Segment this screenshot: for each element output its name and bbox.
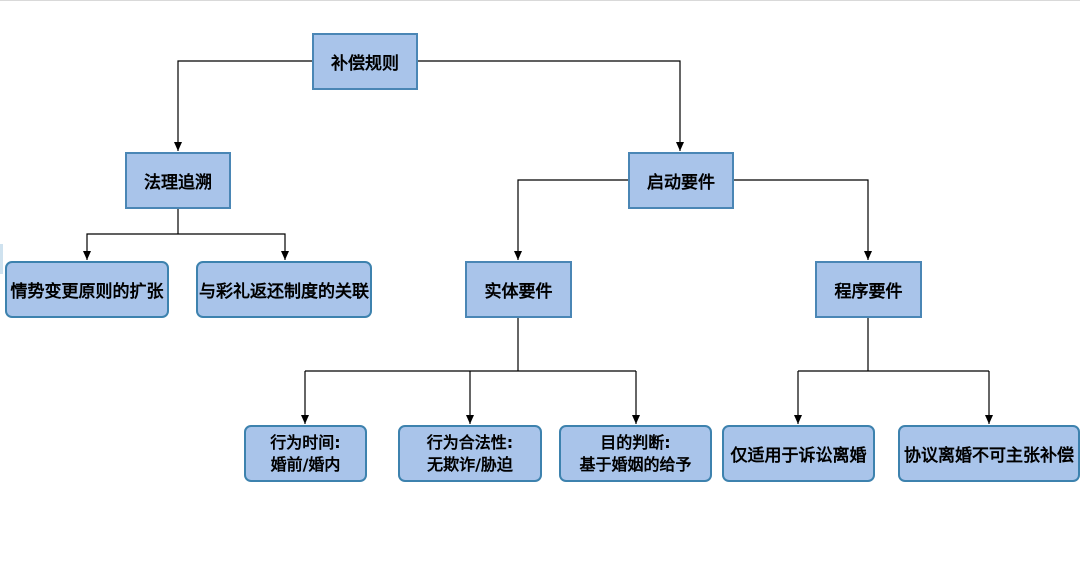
node-situation-change-label: 情势变更原则的扩张 — [10, 282, 164, 302]
root-node: 补偿规则 — [312, 33, 418, 90]
connector-root-to-right — [418, 60, 684, 151]
node-act-time-line1: 行为时间: — [270, 432, 341, 452]
node-substantive-elements: 实体要件 — [465, 261, 572, 318]
node-procedural-elements: 程序要件 — [815, 261, 922, 318]
connector-left-to-situation — [83, 233, 178, 260]
node-agreement-divorce-no-claim-label: 协议离婚不可主张补偿 — [904, 446, 1074, 466]
node-act-time-line2: 婚前/婚内 — [270, 454, 341, 474]
node-substantive-elements-label: 实体要件 — [484, 282, 553, 302]
connector-right-to-procedural — [734, 179, 872, 260]
node-litigation-divorce-only: 仅适用于诉讼离婚 — [722, 425, 875, 482]
node-purpose-judgment: 目的判断: 基于婚姻的给予 — [559, 425, 712, 482]
connector-right-to-substantive — [514, 179, 628, 260]
node-act-legality: 行为合法性: 无欺诈/胁迫 — [398, 425, 542, 482]
node-act-legality-line1: 行为合法性: — [426, 432, 514, 452]
connector-root-to-left — [174, 60, 312, 151]
connector-left-to-betrothal — [178, 233, 289, 260]
node-trigger-elements-label: 启动要件 — [647, 173, 715, 193]
node-procedural-elements-label: 程序要件 — [834, 282, 903, 302]
node-betrothal-gift-label: 与彩礼返还制度的关联 — [199, 282, 369, 302]
node-act-time: 行为时间: 婚前/婚内 — [244, 425, 367, 482]
node-legal-tracing: 法理追溯 — [125, 152, 231, 209]
node-agreement-divorce-no-claim: 协议离婚不可主张补偿 — [898, 425, 1080, 482]
node-betrothal-gift: 与彩礼返还制度的关联 — [196, 261, 372, 318]
node-litigation-divorce-only-label: 仅适用于诉讼离婚 — [730, 446, 867, 466]
node-purpose-judgment-line2: 基于婚姻的给予 — [579, 454, 692, 474]
node-situation-change: 情势变更原则的扩张 — [5, 261, 169, 318]
node-act-legality-line2: 无欺诈/胁迫 — [427, 454, 513, 474]
node-legal-tracing-label: 法理追溯 — [144, 173, 212, 193]
left-edge-mark — [0, 244, 3, 274]
root-label: 补偿规则 — [331, 54, 399, 74]
node-trigger-elements: 启动要件 — [628, 152, 734, 209]
top-divider-line — [0, 0, 1080, 1]
node-purpose-judgment-line1: 目的判断: — [600, 432, 671, 452]
